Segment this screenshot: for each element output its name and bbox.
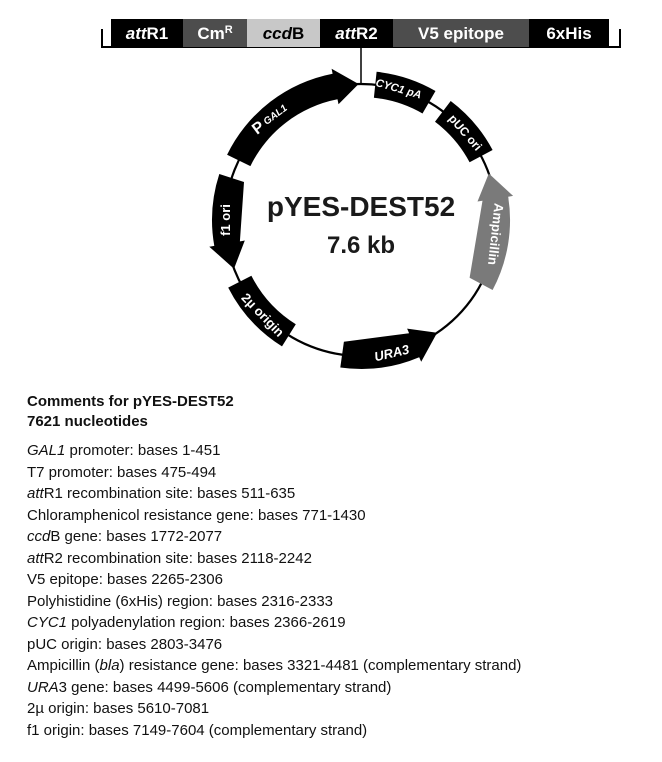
cassette-bar: attR1 CmR ccdB attR2 V5 epitope 6xHis <box>101 19 621 84</box>
feature-f1-arrow <box>209 174 245 269</box>
cassette-attr1-box <box>111 19 183 47</box>
cassette-6xhis-box <box>529 19 609 47</box>
cassette-cmr-label: CmR <box>197 24 232 43</box>
feature-amp-label: Ampicillin <box>486 203 507 266</box>
comment-line: T7 promoter: bases 475-494 <box>27 463 217 481</box>
comments-section: Comments for pYES-DEST52 7621 nucleotide… <box>27 392 647 741</box>
feature-two-mu-arrow <box>228 275 296 347</box>
comment-line: attR2 recombination site: bases 2118-224… <box>27 549 312 567</box>
feature-ura3-arrow <box>340 328 438 369</box>
cassette-cmr-box <box>183 19 247 47</box>
feature-cyc1-arrow <box>373 71 436 114</box>
comment-line: URA3 gene: bases 4499-5606 (complementar… <box>27 678 392 696</box>
cassette-ccdb-box <box>247 19 320 47</box>
comment-line: CYC1 polyadenylation region: bases 2366-… <box>27 614 346 631</box>
feature-pgal1-arrow <box>227 68 359 167</box>
comment-line: 2µ origin: bases 5610-7081 <box>27 700 210 717</box>
comment-line: ccdB gene: bases 1772-2077 <box>27 528 223 545</box>
feature-puc-arrow <box>435 101 493 163</box>
feature-amp-arrow <box>469 173 514 290</box>
comments-heading: Comments for pYES-DEST52 <box>27 393 234 410</box>
plasmid-name: pYES-DEST52 <box>267 191 455 222</box>
comment-line: pUC origin: bases 2803-3476 <box>27 635 223 653</box>
comment-line: Polyhistidine (6xHis) region: bases 2316… <box>27 592 334 610</box>
comment-line: Ampicillin (bla) resistance gene: bases … <box>27 657 522 674</box>
comment-line: attR1 recombination site: bases 511-635 <box>27 485 296 502</box>
cassette-attr1-label: attR1 <box>126 24 169 43</box>
cassette-v5-label: V5 epitope <box>418 24 504 43</box>
cassette-ccdb-label: ccdB <box>263 24 305 43</box>
comment-line: V5 epitope: bases 2265-2306 <box>27 571 223 588</box>
comment-line: Chloramphenicol resistance gene: bases 7… <box>27 506 366 524</box>
plasmid-size: 7.6 kb <box>327 232 395 259</box>
feature-f1-label: f1 ori <box>218 204 233 236</box>
comment-line: GAL1 promoter: bases 1-451 <box>27 442 221 459</box>
comment-line: f1 origin: bases 7149-7604 (complementar… <box>27 721 368 739</box>
cassette-attr2-box <box>320 19 393 47</box>
comment-list: GAL1 promoter: bases 1-451 T7 promoter: b… <box>27 440 647 741</box>
nucleotide-count: 7621 nucleotides <box>27 413 148 430</box>
cassette-attr2-label: attR2 <box>335 24 378 43</box>
cassette-6xhis-label: 6xHis <box>546 24 591 43</box>
cassette-v5-box <box>393 19 529 47</box>
